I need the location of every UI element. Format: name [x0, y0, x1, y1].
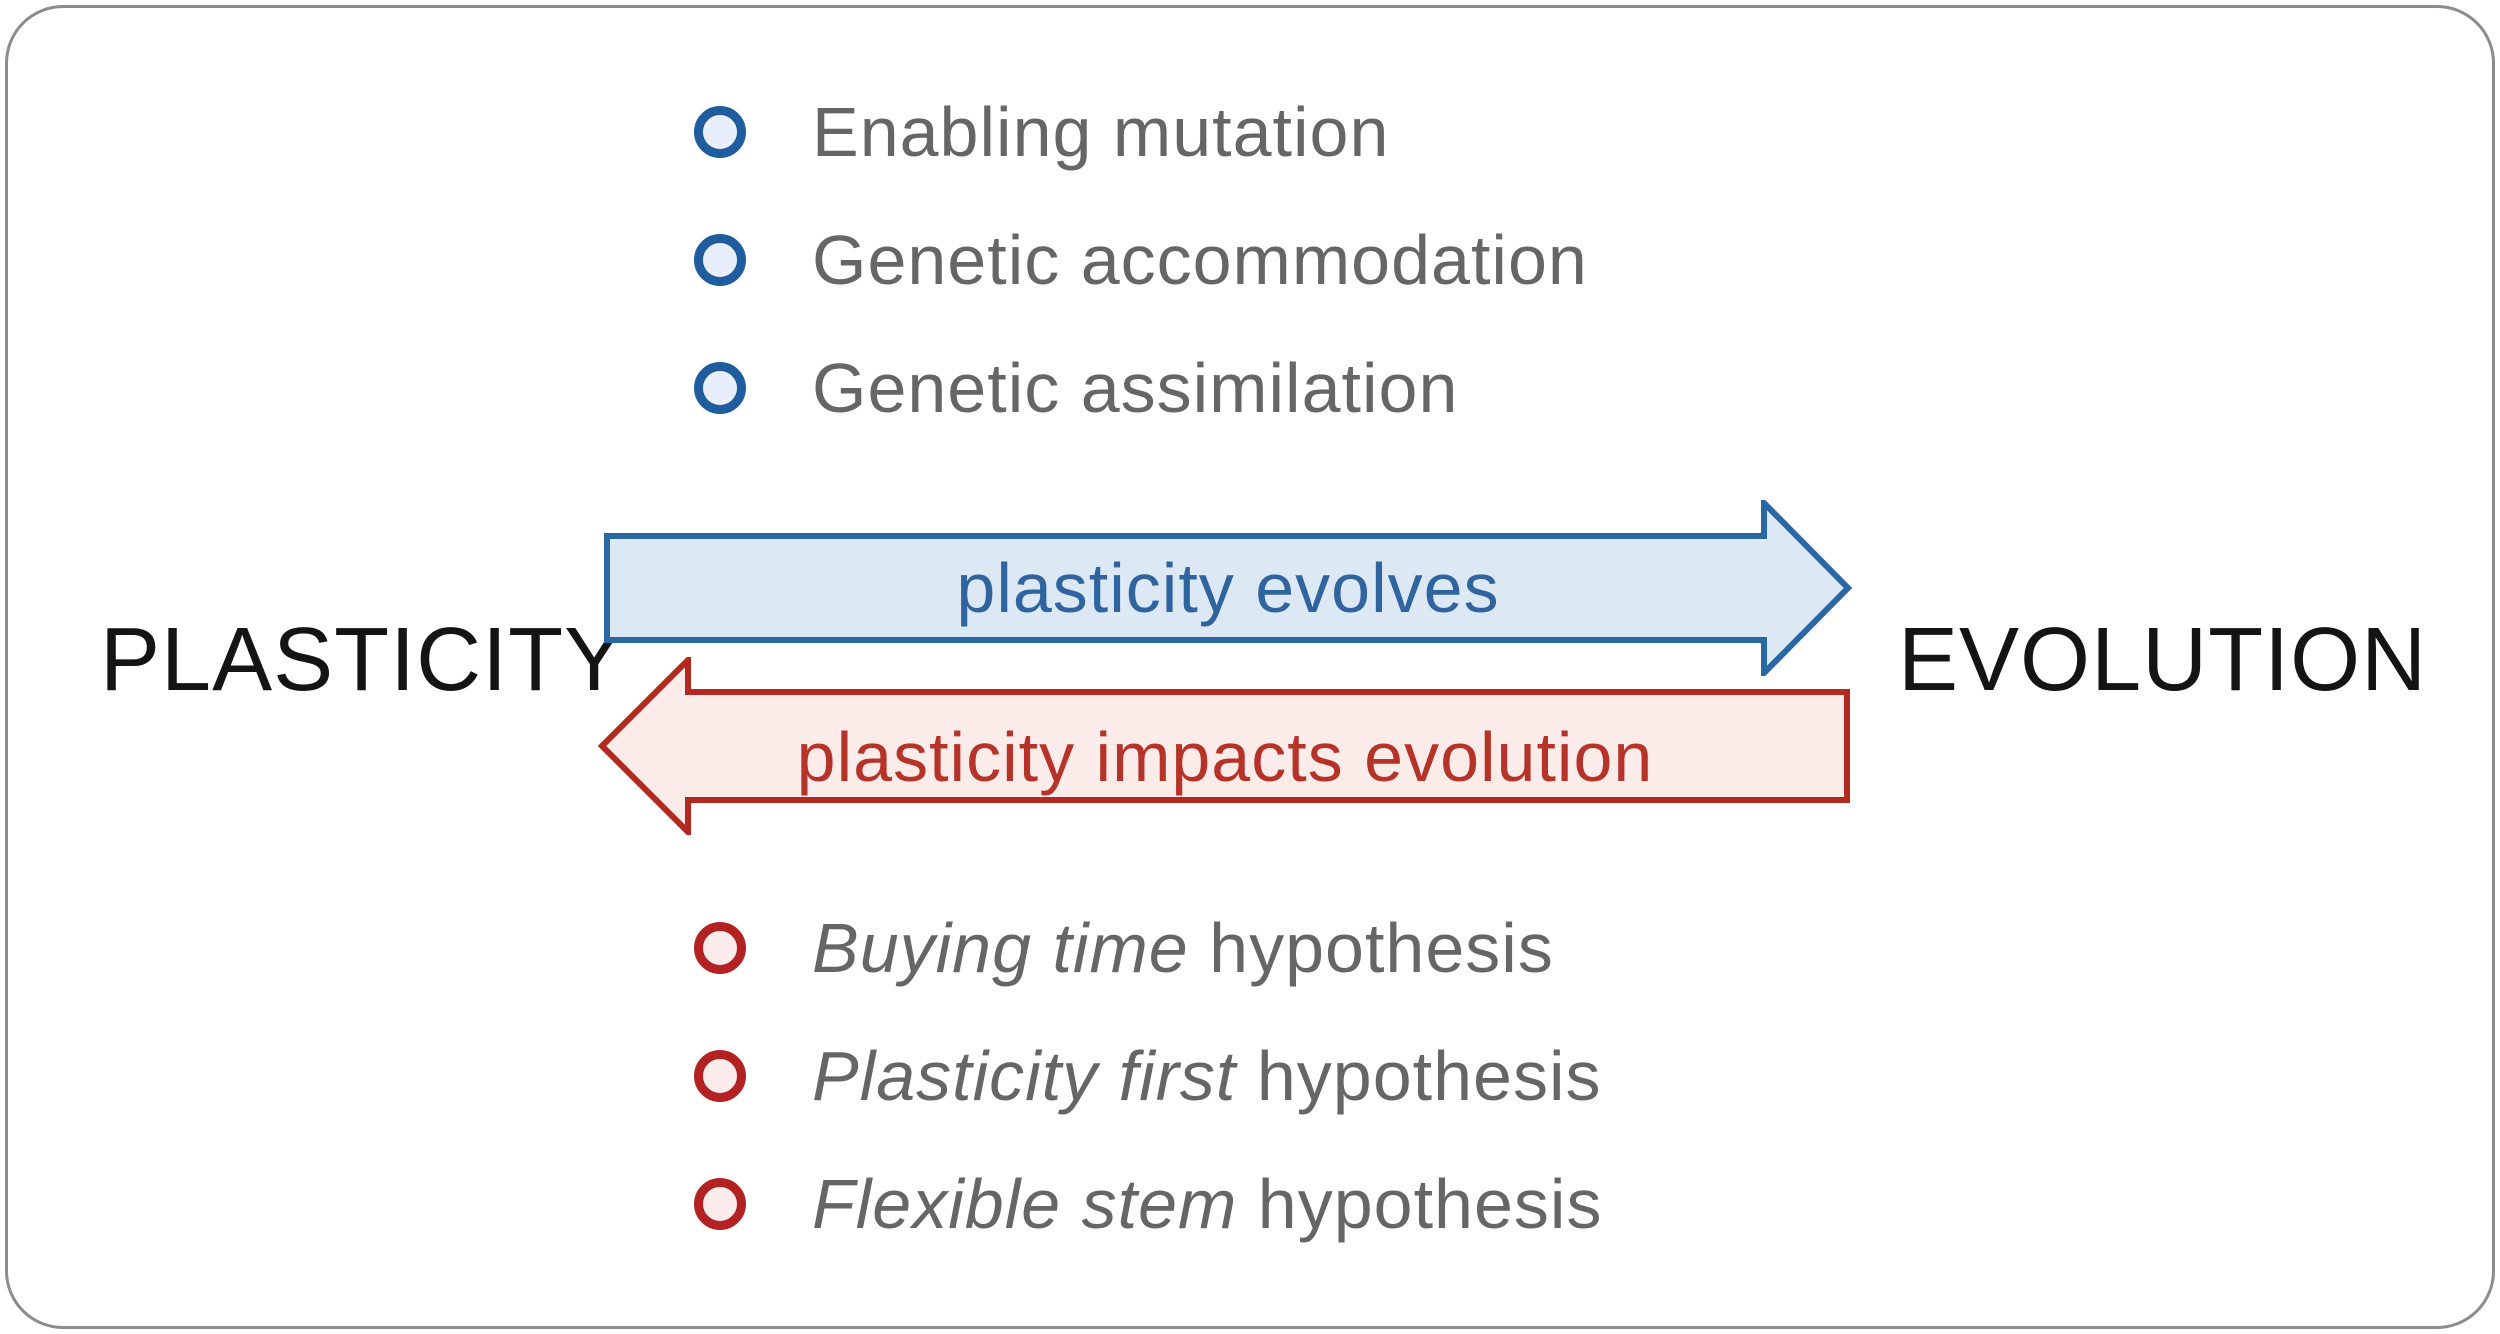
bullet-circle-icon — [694, 1050, 746, 1102]
list-item-label: Plasticity first hypothesis — [812, 1036, 1602, 1116]
left-arrow-icon — [598, 657, 1850, 835]
list-item-label: Genetic assimilation — [812, 349, 1459, 427]
plasticity-evolves-list: Enabling mutation Genetic accommodation … — [694, 68, 1588, 452]
list-item: Flexible stem hypothesis — [694, 1140, 1602, 1268]
rounded-frame — [5, 5, 2495, 1329]
list-item: Enabling mutation — [694, 68, 1588, 196]
evolution-title: EVOLUTION — [1898, 609, 2428, 710]
list-item-label: Buying time hypothesis — [812, 908, 1554, 988]
backward-arrow-shape — [598, 657, 1850, 835]
bullet-circle-icon — [694, 106, 746, 158]
hypothesis-name: Buying time — [812, 909, 1189, 987]
plasticity-title: PLASTICITY — [100, 609, 626, 710]
hypothesis-suffix: hypothesis — [1236, 1037, 1602, 1115]
bullet-circle-icon — [694, 362, 746, 414]
bullet-circle-icon — [694, 922, 746, 974]
list-item-label: Flexible stem hypothesis — [812, 1164, 1602, 1244]
list-item: Genetic assimilation — [694, 324, 1588, 452]
list-item-label: Enabling mutation — [812, 93, 1390, 171]
bullet-circle-icon — [694, 234, 746, 286]
forward-arrow-shape — [604, 500, 1852, 676]
list-item-label: Genetic accommodation — [812, 221, 1588, 299]
right-arrow-icon — [604, 500, 1852, 676]
hypothesis-name: Plasticity first — [812, 1037, 1237, 1115]
hypothesis-suffix: hypothesis — [1188, 909, 1554, 987]
list-item: Genetic accommodation — [694, 196, 1588, 324]
hypothesis-name: Flexible stem — [812, 1165, 1238, 1243]
hypothesis-suffix: hypothesis — [1237, 1165, 1603, 1243]
list-item: Buying time hypothesis — [694, 884, 1602, 1012]
list-item: Plasticity first hypothesis — [694, 1012, 1602, 1140]
plasticity-impacts-list: Buying time hypothesis Plasticity first … — [694, 884, 1602, 1268]
bullet-circle-icon — [694, 1178, 746, 1230]
